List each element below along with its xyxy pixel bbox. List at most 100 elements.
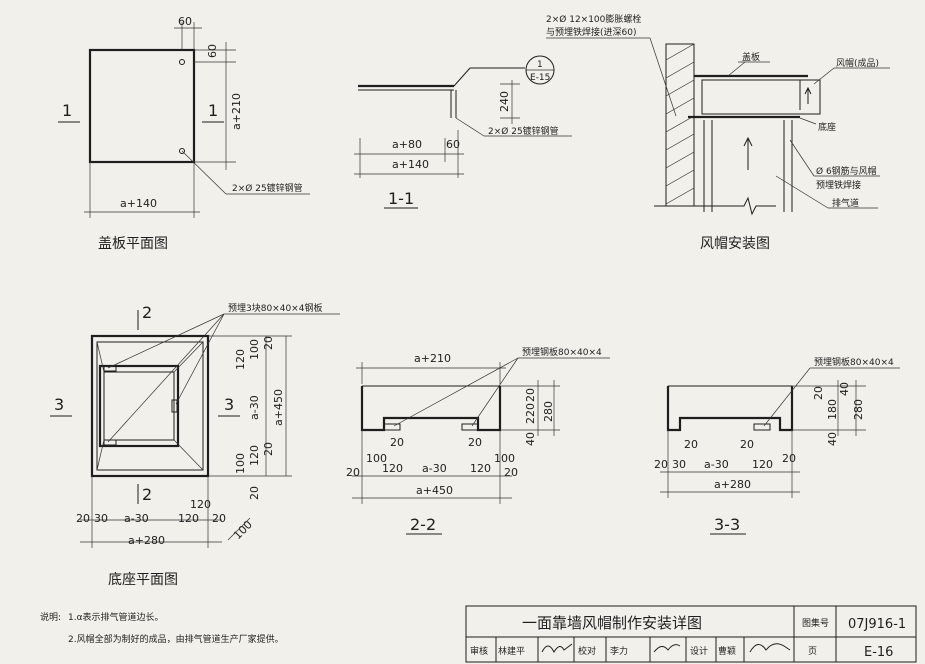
- notes: 说明: 1.α表示排气管道边长。 2.风帽全部为制好的成品，由排气管道生产厂家提…: [40, 611, 284, 645]
- base-label: 底座: [818, 121, 836, 133]
- s3-plate-note: 预埋钢板80×40×4: [814, 356, 894, 368]
- dim-base-20-a: 20: [262, 336, 275, 350]
- hood-install-title: 风帽安装图: [700, 236, 770, 252]
- dim-s2-a210: a+210: [414, 352, 451, 365]
- base-plan-view: 预埋3块80×40×4钢板 2 2 3 3 120 100 20 a-30 a+…: [50, 302, 340, 588]
- dim-s3-180: 180: [826, 399, 839, 420]
- check-label: 校对: [578, 645, 596, 657]
- dim-base-20-c: 20: [248, 486, 261, 500]
- page-label: 页: [808, 646, 817, 657]
- dim-s2-100-l: 100: [366, 452, 387, 465]
- dim-s2-220: 220: [524, 403, 537, 424]
- dim-cover-60-top: 60: [178, 15, 192, 28]
- base-plate-note: 预埋3块80×40×4钢板: [228, 302, 322, 314]
- dim-s3-40-b: 40: [826, 432, 839, 446]
- dim-s2-280: 280: [542, 401, 555, 422]
- dim-s3-20-a: 20: [684, 438, 698, 451]
- detail-callout-top: 1: [537, 60, 543, 70]
- base-plan-title: 底座平面图: [108, 572, 178, 588]
- section-mark-3-right: 3: [224, 395, 234, 414]
- bolt-note-2: 与预埋铁焊接(进深60): [546, 26, 636, 38]
- dim-base-a450: a+450: [272, 389, 285, 426]
- dim-base-120-b: 120: [248, 445, 261, 466]
- design-name: 曹颖: [718, 645, 736, 657]
- check-name: 李力: [610, 645, 628, 657]
- rebar-note-2: 预埋铁焊接: [816, 179, 861, 191]
- section-2-view: a+210 预埋钢板80×40×4 20 220 40 280 20 20 10…: [346, 346, 610, 535]
- cover-plate: [88, 48, 196, 164]
- duct-label: 排气道: [832, 197, 859, 209]
- hood: [701, 79, 821, 115]
- design-signature: [749, 643, 791, 653]
- section-mark-1-left: 1: [62, 101, 72, 120]
- s2-plate-note: 预埋钢板80×40×4: [522, 346, 602, 358]
- review-name: 林建平: [498, 645, 525, 657]
- pipe-hole-bottom: [179, 148, 185, 154]
- section-mark-2-top: 2: [142, 303, 152, 322]
- dim-s2-a450: a+450: [416, 484, 453, 497]
- dim-s2-20: 20: [524, 388, 537, 402]
- base-outer: [90, 334, 210, 478]
- dim-base-100-diag: 100: [231, 518, 255, 542]
- dim-s2-20-l: 20: [390, 436, 404, 449]
- dim-base-a30-v: a-30: [248, 395, 261, 420]
- detail-callout-bottom: E-15: [530, 73, 550, 83]
- section-2-title: 2-2: [410, 515, 436, 534]
- review-signature: [541, 643, 573, 654]
- check-signature: [653, 644, 681, 653]
- rebar-note-1: Ø 6钢筋与风帽: [816, 165, 877, 177]
- dim-s2-120-r: 120: [470, 462, 491, 475]
- dim-base-100-b: 100: [234, 453, 247, 474]
- section-3-profile: [666, 386, 794, 432]
- design-label: 设计: [690, 645, 708, 657]
- dim-s3-40-a: 40: [838, 382, 851, 396]
- review-label: 审核: [470, 645, 488, 657]
- section-mark-3-left: 3: [54, 395, 64, 414]
- dim-s3-30: 30: [672, 458, 686, 471]
- notes-line-1: 1.α表示排气管道边长。: [68, 611, 164, 623]
- dim-base-120-top: 120: [190, 498, 211, 511]
- dim-s1-a80: a+80: [392, 138, 422, 151]
- s1-pipe-note: 2×Ø 25镀锌钢管: [488, 125, 559, 137]
- dim-cover-60-side: 60: [206, 44, 219, 58]
- page-number: E-16: [864, 645, 893, 660]
- notes-line-2: 2.风帽全部为制好的成品，由排气管道生产厂家提供。: [68, 633, 284, 645]
- section-3-title: 3-3: [714, 515, 740, 534]
- dim-s2-100-r: 100: [494, 452, 515, 465]
- dim-cover-a210: a+210: [230, 93, 243, 130]
- dim-s1-60: 60: [446, 138, 460, 151]
- dim-s3-20-b: 20: [740, 438, 754, 451]
- dim-base-20-b: 20: [262, 442, 275, 456]
- cover-plan-view: 60 60 a+210 a+140 1 1 2×Ø 25镀锌钢管 盖板平面图: [58, 15, 310, 252]
- dim-base-120-r: 120: [178, 512, 199, 525]
- dim-base-20-l: 20: [76, 512, 90, 525]
- dim-base-100-a: 100: [248, 339, 261, 360]
- dim-s1-240: 240: [498, 91, 511, 112]
- dim-s2-20-or: 20: [504, 466, 518, 479]
- dim-base-a30-h: a-30: [124, 512, 149, 525]
- notes-prefix: 说明:: [40, 611, 61, 623]
- dim-s2-20-r: 20: [468, 436, 482, 449]
- atlas-number: 07J916-1: [848, 617, 906, 632]
- dim-cover-a140: a+140: [120, 197, 157, 210]
- dim-base-a280: a+280: [128, 534, 165, 547]
- section-2-profile: [360, 386, 502, 432]
- section-1-title: 1-1: [388, 189, 414, 208]
- section-3-view: 预埋钢板80×40×4 20 180 40 40 280 20 20 20 30…: [654, 356, 900, 535]
- dim-s3-a280: a+280: [714, 478, 751, 491]
- dim-s3-20-r: 20: [782, 452, 796, 465]
- base-inner: [98, 364, 180, 448]
- section-mark-2-bottom: 2: [142, 485, 152, 504]
- atlas-label: 图集号: [802, 617, 829, 629]
- dim-s2-a30: a-30: [422, 462, 447, 475]
- dim-s2-20-ol: 20: [346, 466, 360, 479]
- dim-base-30-l: 30: [94, 512, 108, 525]
- title-block: 一面靠墙风帽制作安装详图 图集号 07J916-1 页 E-16 审核 林建平 …: [465, 605, 917, 663]
- dim-s2-40: 40: [524, 432, 537, 446]
- dim-s3-20-l: 20: [654, 458, 668, 471]
- dim-base-120-a: 120: [234, 349, 247, 370]
- hood-install-view: 2×Ø 12×100膨胀螺栓 与预埋铁焊接(进深60) 盖板 风帽(成品) 底座…: [546, 13, 890, 252]
- cover-plan-title: 盖板平面图: [98, 236, 168, 252]
- bolt-note-1: 2×Ø 12×100膨胀螺栓: [546, 13, 641, 25]
